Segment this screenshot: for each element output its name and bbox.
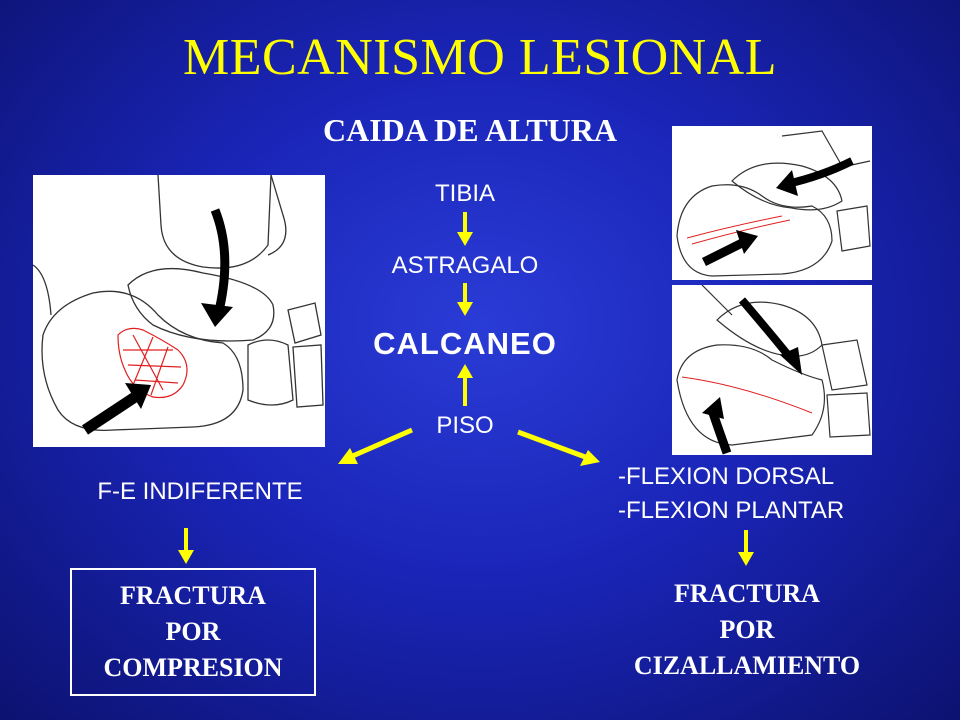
left-condition-label: F-E INDIFERENTE [97,478,303,505]
astragalo-label: ASTRAGALO [391,252,539,279]
arrow-piso-left [346,427,414,461]
slide-subtitle: CAIDA DE ALTURA [323,112,617,148]
shear-result-text: FRACTURA POR CIZALLAMIENTO [600,576,894,684]
arrow-piso-calcaneo-head [457,364,473,378]
arrow-astragalo-calcaneo-head [457,302,473,316]
shear-result-line-3: CIZALLAMIENTO [633,651,861,680]
compression-result-line-3: COMPRESION [103,653,283,682]
piso-label: PISO [436,412,494,439]
shear-fracture-dorsal-illustration [672,126,872,280]
arrow-right-down-head [738,552,754,566]
arrow-left-down-head [178,550,194,564]
slide-title: MECANISMO LESIONAL [183,29,777,86]
arrow-piso-right-head [580,450,600,466]
right-condition-2: -FLEXION PLANTAR [618,497,845,524]
arrow-tibia-astragalo-head [457,232,473,246]
shear-fracture-plantar-illustration [672,285,872,455]
compression-result-box: FRACTURA POR COMPRESION [70,568,316,696]
shear-result-line-1: FRACTURA [674,579,820,608]
tibia-label: TIBIA [434,180,495,207]
calcaneo-label: CALCANEO [373,326,557,361]
arrow-piso-right [517,429,589,461]
arrow-piso-left-head [338,448,358,464]
compression-fracture-illustration [33,175,325,447]
compression-result-line-1: FRACTURA [120,581,266,610]
right-condition-1: -FLEXION DORSAL [618,463,835,490]
shear-result-line-2: POR [719,615,775,644]
right-conditions: -FLEXION DORSAL -FLEXION PLANTAR [618,460,844,528]
compression-result-line-2: POR [165,617,221,646]
